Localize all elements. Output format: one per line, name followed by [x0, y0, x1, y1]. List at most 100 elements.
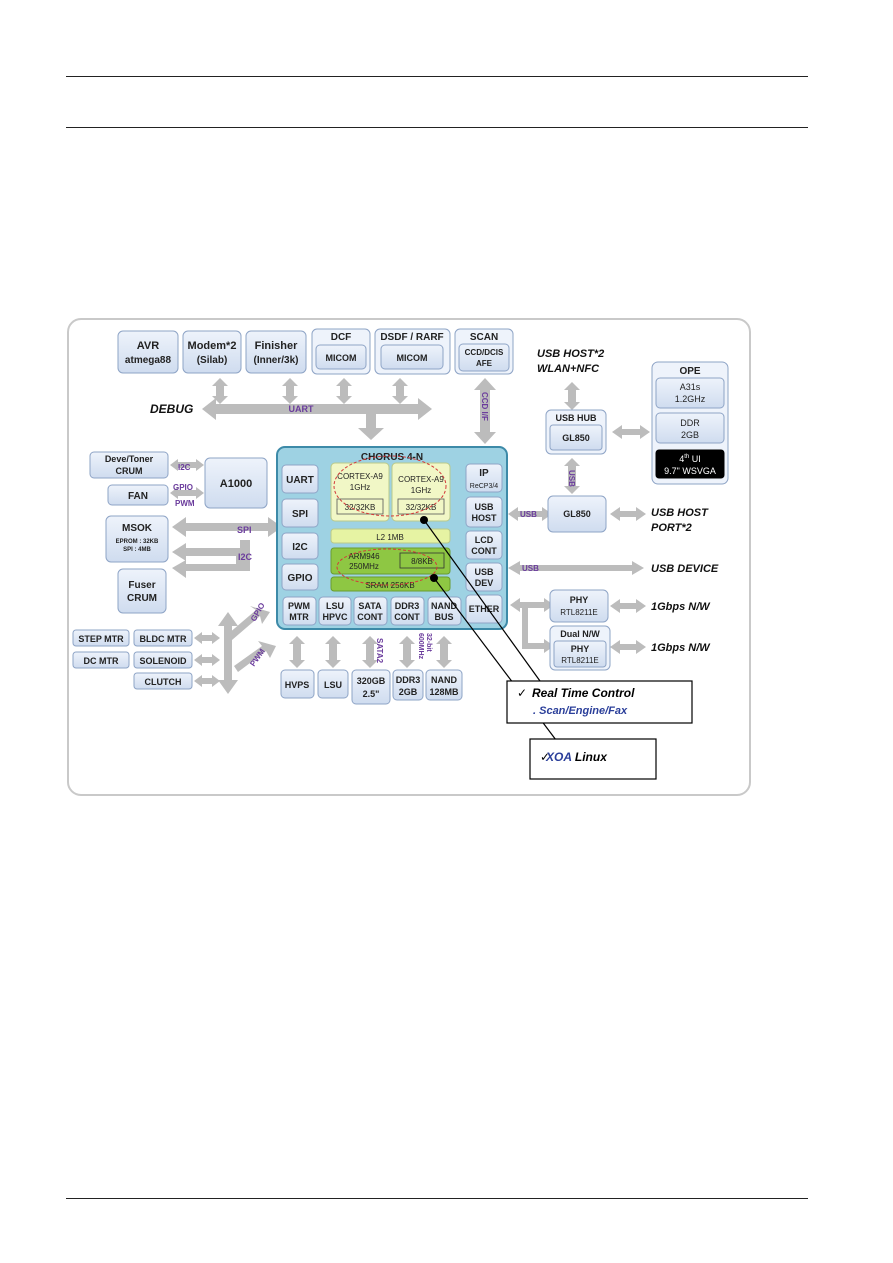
chip-ether: ETHER: [465, 594, 503, 624]
chip-usb-host: USB HOST: [465, 496, 503, 528]
svg-text:UART: UART: [286, 475, 314, 486]
clutch-label: CLUTCH: [145, 677, 182, 687]
sata2-label: SATA2: [375, 638, 384, 664]
bus-arrows: [170, 378, 650, 694]
chip-uart: UART: [281, 464, 319, 494]
dcf-micom: MICOM: [326, 353, 357, 363]
msok-spi: SPI : 4MB: [123, 547, 151, 553]
scan-ccd: CCD/DCIS: [465, 348, 504, 357]
arm-highlight-ellipse: [336, 548, 438, 586]
fuser-label: Fuser: [128, 580, 155, 591]
a1000-block: A1000: [204, 457, 268, 509]
svg-text:128MB: 128MB: [429, 687, 459, 697]
spi-arrow: [172, 517, 282, 537]
chip-spi: SPI: [281, 498, 319, 528]
callout-dot-core: [420, 516, 428, 524]
realtime-callout: ✓ Real Time Control . Scan/Engine/Fax: [506, 680, 693, 724]
gbps2-arrow: [610, 640, 646, 654]
deve-label: Deve/Toner: [105, 454, 154, 464]
finisher-block: Finisher (Inner/3k): [245, 330, 307, 374]
debug-label: DEBUG: [150, 402, 193, 416]
deve-crum: CRUM: [116, 466, 143, 476]
svg-text:USB HUB: USB HUB: [555, 413, 597, 423]
i2c-a-label: I2C: [178, 463, 191, 472]
usb-hub-wlan-arrow: [564, 382, 580, 410]
bldc-mtr-block: BLDC MTR: [133, 629, 193, 647]
nand-block: NAND 128MB: [425, 669, 463, 701]
usb-host-link-label: USB: [520, 510, 537, 519]
svg-text:LSU: LSU: [324, 680, 342, 690]
xoa-label: XOA Linux: [545, 750, 608, 764]
svg-text:USB: USB: [474, 567, 494, 577]
gl850-block: GL850: [547, 495, 607, 533]
chip-title: CHORUS 4-N: [361, 452, 423, 463]
svg-text:2GB: 2GB: [681, 430, 699, 440]
svg-text:USB: USB: [474, 502, 494, 512]
svg-text:HPVC: HPVC: [322, 612, 348, 622]
msok-eprom: EPROM : 32KB: [116, 539, 159, 545]
svg-text:GL850: GL850: [562, 433, 590, 443]
svg-text:Dual N/W: Dual N/W: [560, 629, 600, 639]
usb-dev-link-label: USB: [522, 564, 539, 573]
svg-text:A31s: A31s: [680, 382, 701, 392]
svg-text:CONT: CONT: [394, 612, 420, 622]
msok-block: MSOK EPROM : 32KB SPI : 4MB: [105, 515, 169, 563]
core1: CORTEX-A9 1GHz 32/32KB: [330, 462, 390, 522]
uart-bus-arrow: [202, 398, 432, 420]
svg-text:ReCP3/4: ReCP3/4: [470, 483, 499, 490]
svg-text:LCD: LCD: [475, 535, 494, 545]
modem-uart-arrow: [282, 378, 298, 404]
svg-text:1GHz: 1GHz: [411, 486, 431, 495]
svg-text:CONT: CONT: [471, 546, 497, 556]
dcf-label: DCF: [331, 332, 352, 343]
i2c-a-arrow: [170, 459, 204, 471]
svg-text:NAND: NAND: [431, 675, 457, 685]
arm946: ARM946 250MHz 8/8KB: [330, 547, 451, 575]
dsdf-block: DSDF / RARF MICOM: [374, 328, 451, 375]
usb-hub-gl850-arrow: [564, 458, 580, 494]
usb-host-link-arrow: [508, 507, 552, 521]
callout-dot-arm: [430, 574, 438, 582]
svg-text:9.7" WSVGA: 9.7" WSVGA: [664, 466, 716, 476]
motor-bus-arrow: [218, 612, 238, 694]
lsu-block: LSU: [317, 669, 349, 699]
svg-text:DDR3: DDR3: [396, 675, 421, 685]
svg-text:CORTEX-A9: CORTEX-A9: [398, 475, 444, 484]
svg-text:PHY: PHY: [571, 644, 590, 654]
fuser-crum-block: Fuser CRUM: [117, 568, 167, 614]
wlan-nfc-label: WLAN+NFC: [537, 363, 600, 375]
chip-pwm-mtr: PWM MTR: [282, 596, 317, 626]
scan-label: SCAN: [470, 332, 498, 343]
gbps2-label: 1Gbps N/W: [651, 642, 711, 654]
i2c-b-label: I2C: [238, 552, 253, 562]
scan-afe: AFE: [476, 359, 493, 368]
usb-device-label: USB DEVICE: [651, 563, 719, 575]
svg-text:ETHER: ETHER: [469, 604, 500, 614]
finisher-uart-arrow: [336, 378, 352, 404]
chip-usb-dev: USB DEV: [465, 562, 503, 592]
ccd-if-arrow: [474, 378, 496, 444]
lsu-arrow: [325, 636, 341, 668]
nand-bus-speed: 600MHz: [417, 633, 424, 660]
svg-text:HVPS: HVPS: [285, 680, 310, 690]
core1-cache: 32/32KB: [345, 503, 376, 512]
sata-arrow: [362, 636, 378, 668]
svg-text:PHY: PHY: [570, 595, 589, 605]
nand-bus-width: 32-bit: [425, 633, 432, 652]
gpio-a-label: GPIO: [173, 483, 193, 492]
dsdf-label: DSDF / RARF: [380, 332, 443, 343]
usb-hub-link-label: USB: [567, 470, 576, 487]
spi-label: SPI: [237, 525, 252, 535]
svg-text:I2C: I2C: [292, 542, 308, 553]
deve-toner-block: Deve/Toner CRUM: [89, 451, 169, 479]
solenoid-label: SOLENOID: [139, 656, 187, 666]
step-mtr-block: STEP MTR: [72, 629, 130, 647]
svg-text:✓: ✓: [540, 750, 550, 764]
pwm-diag-arrow: [234, 641, 276, 672]
svg-text:CORTEX-A9: CORTEX-A9: [337, 472, 383, 481]
phy1-block: PHY RTL8211E: [549, 589, 609, 623]
dcf-block: DCF MICOM: [311, 328, 371, 375]
step-mtr-label: STEP MTR: [78, 634, 124, 644]
a1000-label: A1000: [220, 478, 252, 490]
